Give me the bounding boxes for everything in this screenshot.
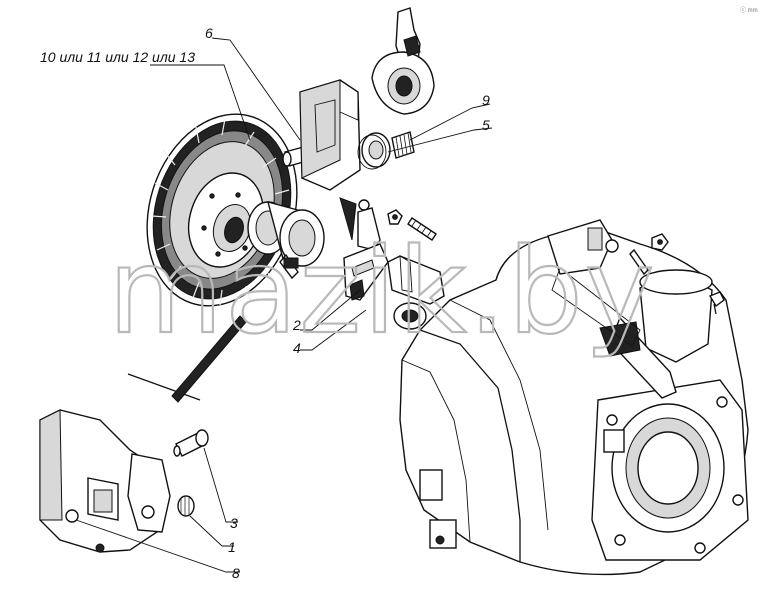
label-8: 8 <box>232 565 240 581</box>
nut-and-stud <box>387 209 437 241</box>
clutch-housing <box>399 219 749 576</box>
watermark: mazik.by <box>108 222 657 360</box>
release-sleeve-housing <box>299 79 361 191</box>
label-disc-variants: 10 или 11 или 12 или 13 <box>40 49 195 65</box>
release-fork-upper <box>371 7 435 115</box>
detail-view <box>39 315 247 553</box>
label-1: 1 <box>228 539 236 555</box>
detail-pointer-upper <box>339 197 357 241</box>
release-bearing-assembly <box>247 201 325 280</box>
label-2: 2 <box>292 317 301 333</box>
label-4: 4 <box>293 340 301 356</box>
needle-bushing-9 <box>391 131 415 159</box>
label-5: 5 <box>482 117 490 133</box>
housing-bolts <box>629 233 725 315</box>
label-9: 9 <box>482 92 490 108</box>
leader-lines <box>75 37 493 573</box>
fork-bracket <box>387 255 445 330</box>
label-6: 6 <box>205 25 213 41</box>
bearing-5 <box>357 132 391 170</box>
label-3: 3 <box>230 515 238 531</box>
corner-mark: ⓒ mm <box>740 6 758 14</box>
clutch-disc <box>146 113 298 307</box>
